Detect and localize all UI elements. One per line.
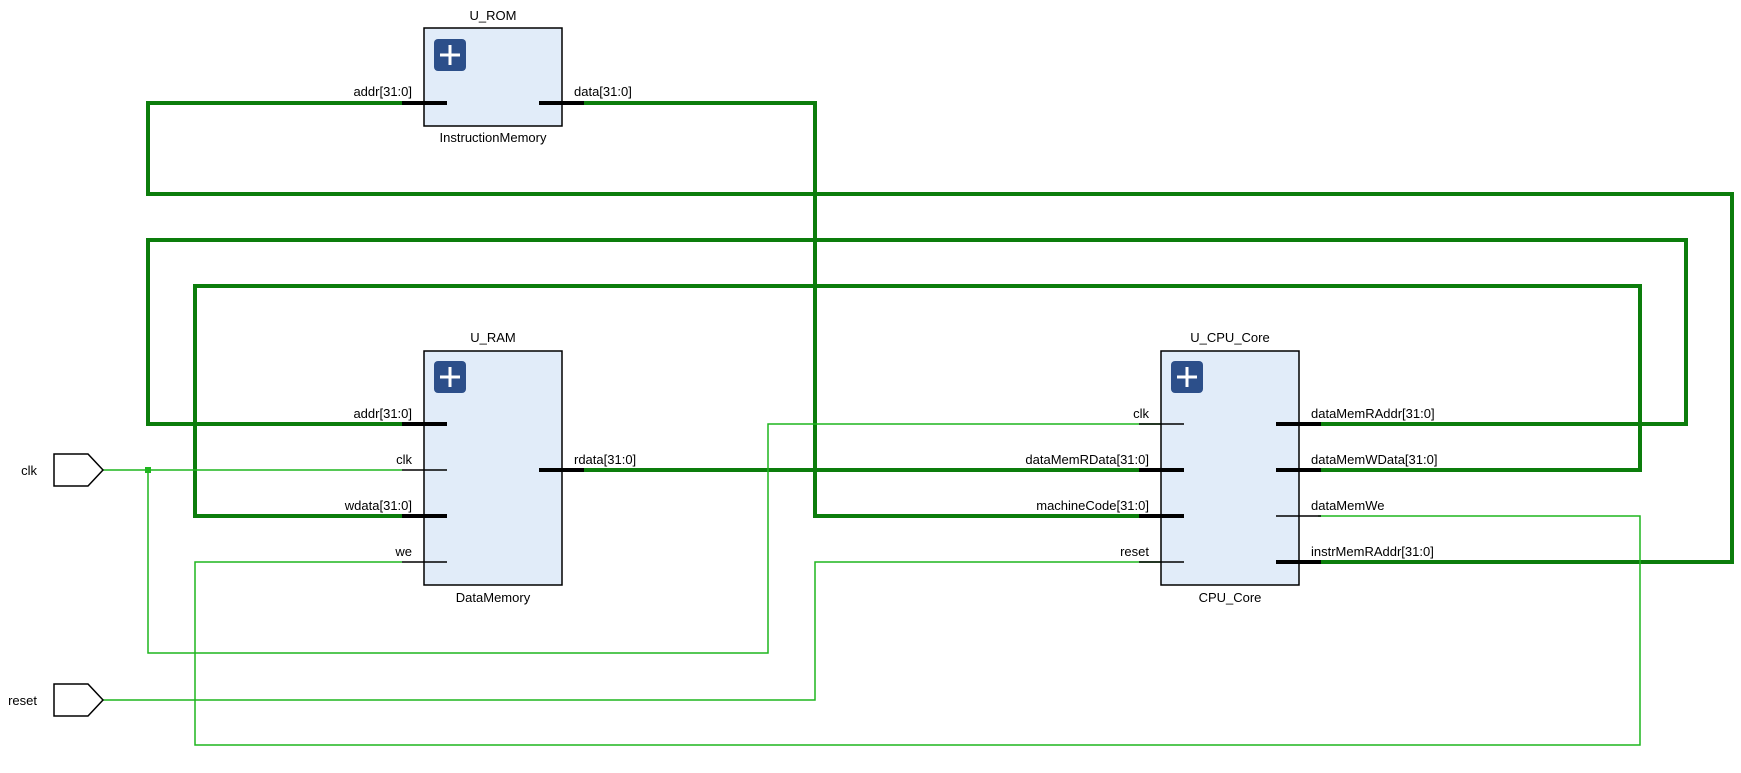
- ram-pin-addr-label: addr[31:0]: [353, 406, 412, 421]
- wire-cpu-instrmemraddr-to-rom-addr[interactable]: [146, 101, 1734, 564]
- cpu-pin-datamemwe-label: dataMemWe: [1311, 498, 1384, 513]
- cpu-module-name: CPU_Core: [1199, 590, 1262, 605]
- clk-junction: [145, 467, 151, 473]
- cpu-pin-clk-label: clk: [1133, 406, 1149, 421]
- rom-instance-name: U_ROM: [470, 8, 517, 23]
- ram-instance-name: U_RAM: [470, 330, 516, 345]
- wire-cpu-datamemraddr-to-ram-addr[interactable]: [146, 238, 1688, 426]
- port-clk-label: clk: [21, 463, 37, 478]
- rom-pin-addr-label: addr[31:0]: [353, 84, 412, 99]
- port-clk[interactable]: clk: [21, 453, 105, 487]
- rom-module-name: InstructionMemory: [440, 130, 547, 145]
- bus-wires: [146, 101, 1734, 564]
- cell-u-rom[interactable]: U_ROM addr[31:0] data[31:0] InstructionM…: [353, 8, 631, 145]
- wire-clk-to-cpu-clk[interactable]: [147, 423, 1162, 654]
- net-wires: [103, 423, 1641, 746]
- cpu-expand-button[interactable]: [1171, 361, 1203, 393]
- wire-cpu-datamemwdata-to-ram-wdata[interactable]: [193, 284, 1642, 518]
- rom-pin-data-label: data[31:0]: [574, 84, 632, 99]
- cpu-pin-datamemwdata-label: dataMemWData[31:0]: [1311, 452, 1437, 467]
- cpu-pin-datamemrdata-label: dataMemRData[31:0]: [1025, 452, 1149, 467]
- port-reset[interactable]: reset: [8, 683, 105, 717]
- ram-pin-rdata-label: rdata[31:0]: [574, 452, 636, 467]
- cpu-pin-datamemraddr-label: dataMemRAddr[31:0]: [1311, 406, 1435, 421]
- ram-expand-button[interactable]: [434, 361, 466, 393]
- wire-rom-data-to-cpu-machinecode[interactable]: [524, 101, 1162, 518]
- ram-module-name: DataMemory: [456, 590, 531, 605]
- wire-cpu-datamemwe-to-ram-we[interactable]: [194, 515, 1641, 746]
- ram-pin-wdata-label: wdata[31:0]: [344, 498, 412, 513]
- ram-pin-clk-label: clk: [396, 452, 412, 467]
- port-reset-label: reset: [8, 693, 37, 708]
- cpu-pin-machinecode-label: machineCode[31:0]: [1036, 498, 1149, 513]
- ram-pin-we-label: we: [394, 544, 412, 559]
- cpu-instance-name: U_CPU_Core: [1190, 330, 1269, 345]
- rom-expand-button[interactable]: [434, 39, 466, 71]
- cell-u-cpu-core[interactable]: U_CPU_Core clk dataMemRData[31:0] machin…: [1025, 330, 1437, 605]
- wire-reset-to-cpu-reset[interactable]: [103, 561, 1162, 701]
- cpu-pin-reset-label: reset: [1120, 544, 1149, 559]
- cpu-pin-instrmemraddr-label: instrMemRAddr[31:0]: [1311, 544, 1434, 559]
- cell-u-ram[interactable]: U_RAM addr[31:0] clk wdata[31:0] we rdat…: [344, 330, 636, 605]
